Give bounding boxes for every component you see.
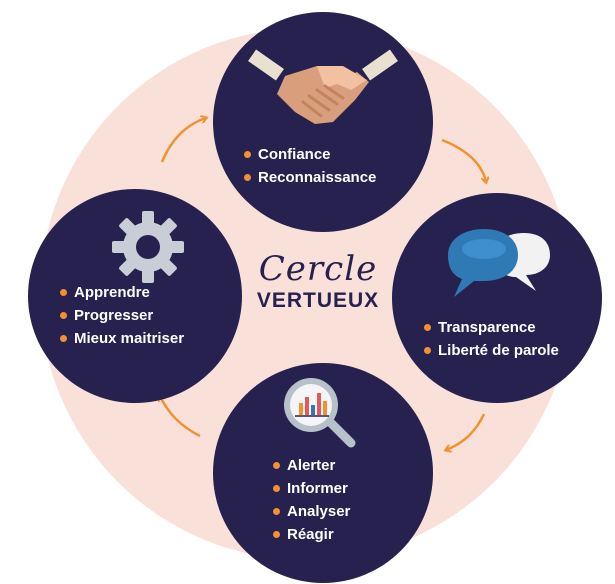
analysis-list: Alerter Informer Analyser Réagir [273,454,350,546]
list-item: Informer [273,477,350,500]
list-item: Analyser [273,500,350,523]
list-item: Liberté de parole [424,339,559,362]
arrow-top-to-right [441,138,486,182]
node-trust: Confiance Reconnaissance [213,12,433,232]
speech-bubbles-icon [448,229,550,297]
arrow-bottom-to-left [160,396,201,438]
title-script-word: Cercle [258,249,378,289]
learning-list: Apprendre Progresser Mieux maitriser [60,281,184,350]
handshake-icon [248,49,398,124]
list-item: Mieux maitriser [60,327,184,350]
center-title: Cercle VERTUEUX [236,250,400,314]
title-bold-word: VERTUEUX [256,289,380,312]
magnifier-chart-icon [284,378,356,448]
arrow-left-to-top [160,118,206,163]
list-item: Confiance [244,143,376,166]
communication-list: Transparence Liberté de parole [424,316,559,362]
list-item: Apprendre [60,281,184,304]
node-learning: Apprendre Progresser Mieux maitriser [28,189,242,403]
list-item: Progresser [60,304,184,327]
node-analysis: Alerter Informer Analyser Réagir [213,363,433,583]
list-item: Réagir [273,523,350,546]
list-item: Alerter [273,454,350,477]
arrow-right-to-bottom [446,413,486,450]
node-communication: Transparence Liberté de parole [392,193,602,403]
list-item: Transparence [424,316,559,339]
list-item: Reconnaissance [244,166,376,189]
trust-list: Confiance Reconnaissance [244,143,376,189]
gear-icon [112,211,184,283]
